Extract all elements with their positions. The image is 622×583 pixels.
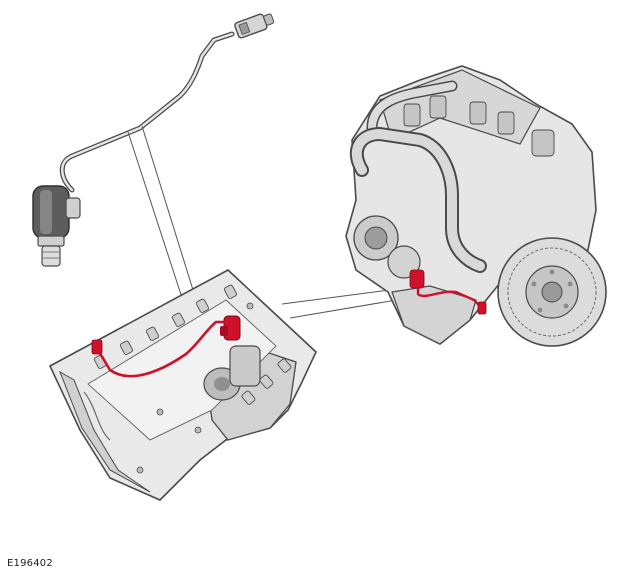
oil-control-solenoid-icon (32, 185, 81, 267)
oil-pan-icon (48, 269, 317, 501)
oil-pressure-sensor-icon (59, 13, 275, 193)
figure-id-label: E196402 (7, 558, 53, 569)
wiring-harness-icon (91, 320, 228, 378)
engine-block-icon (345, 65, 607, 347)
